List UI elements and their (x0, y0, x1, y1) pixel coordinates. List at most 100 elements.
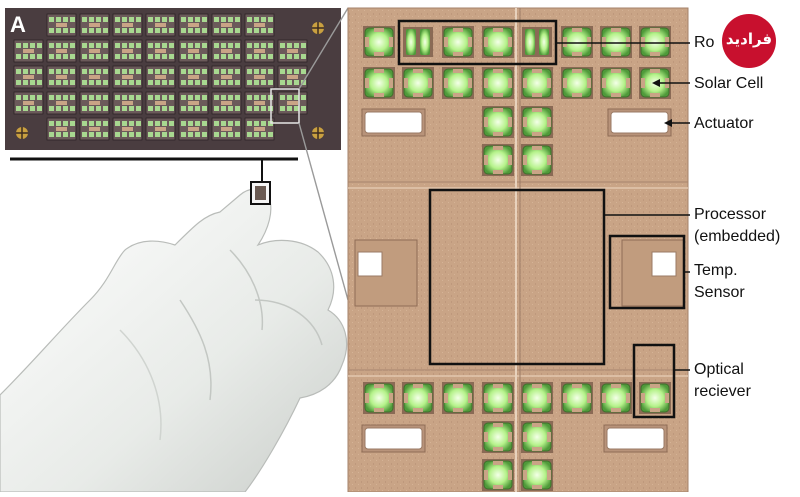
solar-cell-pad (442, 26, 474, 58)
solar-cell-pad (482, 26, 514, 58)
wafer-chip-grid (13, 13, 308, 141)
label-optical: Optical (694, 361, 744, 378)
zoom-line-top (298, 7, 349, 90)
solar-cell-pad (482, 67, 514, 99)
wafer-chip (178, 39, 209, 63)
wafer-chip (244, 39, 275, 63)
wafer-chip (145, 13, 176, 37)
glove-hand-icon (0, 181, 348, 493)
solar-cell-pad (442, 382, 474, 414)
wafer-chip (277, 39, 308, 63)
optical-receiver-callout-box (632, 343, 676, 419)
wafer-chip (244, 117, 275, 141)
wafer-chip (13, 91, 44, 115)
actuator-group (361, 108, 672, 453)
wafer-view (5, 8, 341, 150)
actuator-bar (607, 108, 672, 137)
solar-cell-pad (561, 67, 593, 99)
solar-cell-pad (521, 421, 553, 453)
label-processor-embedded: (embedded) (694, 228, 781, 245)
solar-cell-pad (521, 144, 553, 176)
wafer-chip (79, 91, 110, 115)
solar-cell-pad (600, 26, 632, 58)
panel-letter: A (10, 12, 26, 37)
solar-cell-pad (561, 26, 593, 58)
watermark-text: فرادید (725, 30, 773, 48)
wafer-chip (46, 91, 77, 115)
actuator-bar (603, 424, 668, 453)
robot-split-pad (403, 27, 433, 57)
wafer-chip (112, 39, 143, 63)
wafer-chip (13, 39, 44, 63)
label-robot: Ro (694, 34, 715, 51)
solar-cell-pad (402, 382, 434, 414)
wafer-chip (46, 65, 77, 89)
solar-cell-pad (402, 67, 434, 99)
wafer-chip (211, 39, 242, 63)
zoom-highlight-box (270, 88, 300, 124)
actuator-bar (361, 424, 426, 453)
wafer-chip (244, 91, 275, 115)
label-receiver: reciever (694, 383, 751, 400)
wafer-chip (145, 65, 176, 89)
solar-cell-pad (639, 26, 671, 58)
zoom-line-bottom (298, 122, 349, 301)
solar-cell-pad (521, 106, 553, 138)
solar-cell-pad (482, 421, 514, 453)
leader-arrowheads (652, 79, 672, 127)
fiducial-cross-icon (16, 22, 324, 139)
chip-zoom-view (347, 7, 689, 493)
wafer-chip (79, 65, 110, 89)
wafer-chip (112, 13, 143, 37)
solar-cell-pad (482, 382, 514, 414)
wafer-chip (112, 117, 143, 141)
label-actuator: Actuator (694, 115, 754, 132)
wafer-chip (145, 91, 176, 115)
label-sensor: Sensor (694, 284, 745, 301)
wafer-chip (244, 65, 275, 89)
wafer-chip (145, 39, 176, 63)
solar-cell-pad (482, 144, 514, 176)
wafer-chip (178, 91, 209, 115)
solar-cell-pad (482, 106, 514, 138)
wafer-chip (178, 13, 209, 37)
solar-cell-pad (521, 67, 553, 99)
wafer-chip (211, 65, 242, 89)
watermark-logo: فرادید (722, 14, 776, 68)
solar-cell-pad (442, 67, 474, 99)
wafer-chip (46, 39, 77, 63)
wafer-chip (46, 13, 77, 37)
wafer-chip (211, 13, 242, 37)
solar-cell-pad (521, 382, 553, 414)
solar-cell-pad (521, 459, 553, 491)
wafer-chip (79, 117, 110, 141)
solar-cell-pad (561, 382, 593, 414)
solar-cell-pad (639, 382, 671, 414)
wafer-chip (112, 65, 143, 89)
label-processor: Processor (694, 206, 767, 223)
wafer-chip (211, 117, 242, 141)
label-temp: Temp. (694, 262, 738, 279)
actuator-bar (361, 108, 426, 137)
wafer-chip (178, 65, 209, 89)
robot-chip-icon (255, 186, 266, 200)
wafer-chip (13, 65, 44, 89)
wafer-chip (145, 117, 176, 141)
wafer-chip (211, 91, 242, 115)
robot-split-pad (522, 27, 552, 57)
solar-cell-pad (363, 67, 395, 99)
processor-callout-box (428, 188, 606, 366)
wafer-chip (277, 91, 308, 115)
wafer-chip (79, 13, 110, 37)
solar-cell-array (363, 26, 671, 491)
solar-cell-pad (600, 67, 632, 99)
solar-cell-pad (482, 459, 514, 491)
solar-cell-pad (363, 26, 395, 58)
solar-cell-pad (363, 382, 395, 414)
wafer-chip (112, 91, 143, 115)
wafer-chip (46, 117, 77, 141)
label-solar-cell: Solar Cell (694, 75, 764, 92)
solar-cell-pad (600, 382, 632, 414)
